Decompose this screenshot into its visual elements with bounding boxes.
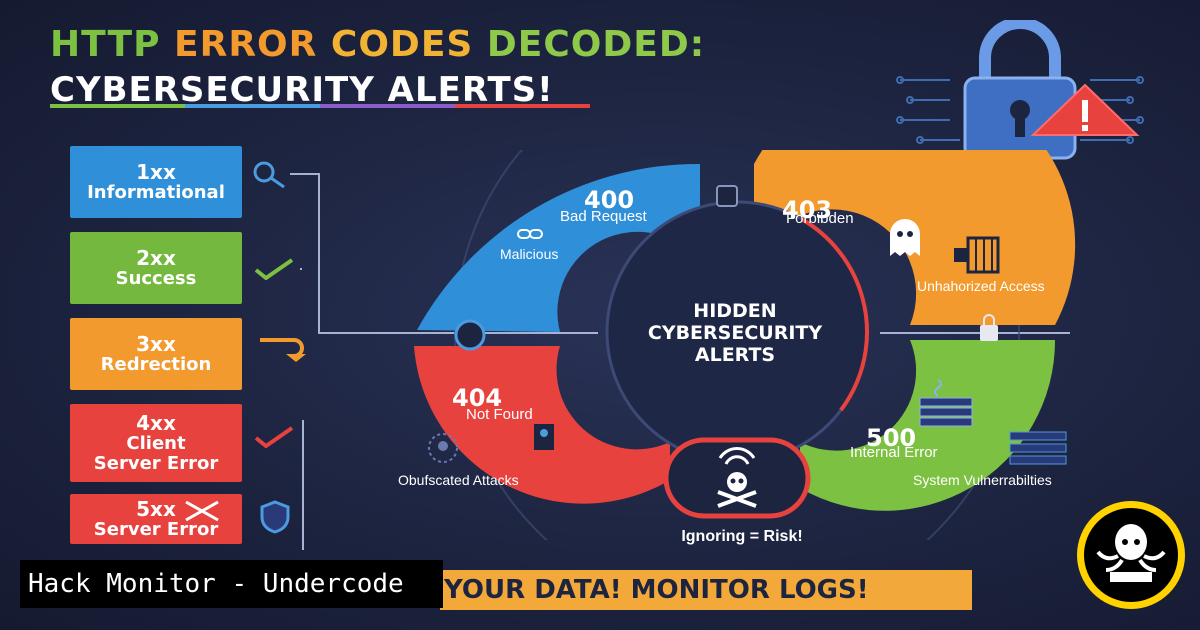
page-title: HTTP ERROR CODES DECODED: CYBERSECURITY … — [50, 22, 705, 112]
segment-500-name: Internal Error — [850, 444, 938, 461]
redirect-arrow-icon — [260, 338, 306, 362]
title-underline — [50, 104, 590, 108]
watermark-label: Hack Monitor - Undercode — [20, 560, 443, 608]
skull-alert-icon — [663, 437, 811, 519]
ghost-icon — [890, 219, 920, 256]
segment-400-label: Malicious — [500, 246, 559, 262]
segment-500-label: System Vulnerrabilties — [913, 472, 1052, 488]
checkmark-icon — [254, 426, 294, 448]
connector-line — [290, 173, 320, 175]
center-line: HIDDEN — [693, 300, 777, 322]
category-code: 1xx — [136, 160, 176, 184]
segment-400-name: Bad Request — [560, 208, 647, 225]
connector-line — [300, 268, 302, 270]
gate-icon — [954, 236, 1000, 274]
checkmark-icon — [254, 258, 294, 280]
segment-404-code: 404 — [452, 384, 503, 412]
title-word: DECODED: — [486, 24, 706, 65]
category-1xx: 1xx Informational — [70, 146, 242, 218]
segment-400-code: 400 — [584, 186, 635, 214]
shield-icon — [260, 500, 290, 534]
category-label: Success — [115, 268, 197, 289]
category-code: 3xx — [136, 332, 176, 356]
title-word: CODES — [330, 24, 474, 65]
title-word: HTTP — [50, 24, 161, 65]
category-3xx: 3xx Redrection — [70, 318, 242, 390]
segment-404-name: Not Fourd — [466, 406, 533, 423]
category-code: 4xx — [136, 411, 176, 435]
server-icon — [919, 379, 973, 427]
category-2xx: 2xx Success — [70, 232, 242, 304]
segment-404-label: Obufscated Attacks — [398, 472, 519, 488]
center-line: CYBERSECURITY — [647, 322, 823, 344]
crossed-swords-icon — [185, 500, 219, 522]
center-alert-title: HIDDEN CYBERSECURITY ALERTS — [600, 300, 870, 366]
connector-line — [302, 420, 304, 550]
connector-line — [880, 332, 1070, 334]
category-label: Client — [126, 433, 186, 454]
category-label: Server Error — [93, 519, 219, 540]
risk-warning: Ignoring = Risk! — [681, 528, 803, 545]
segment-400 — [417, 163, 700, 332]
title-line-2: CYBERSECURITY ALERTS! — [50, 70, 554, 110]
octopus-logo-icon — [1077, 501, 1185, 609]
monitor-logs-banner: YOUR DATA! MONITOR LOGS! — [440, 570, 972, 610]
segment-403-label: Unhahorized Access — [917, 278, 1045, 294]
warning-triangle-icon — [1030, 83, 1140, 136]
title-line-1: HTTP ERROR CODES DECODED: — [50, 22, 705, 68]
category-code: 2xx — [136, 246, 176, 270]
segment-403-code: 403 — [782, 196, 833, 224]
segment-500-code: 500 — [866, 424, 917, 452]
center-line: ALERTS — [694, 344, 776, 366]
title-word: ERROR — [174, 24, 318, 65]
category-label: Server Error — [93, 453, 219, 474]
connector-line — [318, 173, 320, 333]
category-4xx: 4xx Client Server Error — [70, 404, 242, 482]
category-label: Informational — [87, 182, 225, 203]
hacker-icon — [534, 424, 554, 450]
magnifier-icon — [253, 161, 285, 189]
link-icon — [517, 229, 543, 239]
category-label: Redrection — [100, 354, 212, 375]
segment-403-name: Forbibden — [786, 210, 854, 227]
server-rack-icon — [1009, 431, 1067, 465]
hooded-figure-icon — [428, 433, 458, 463]
category-code: 5xx — [136, 497, 176, 521]
